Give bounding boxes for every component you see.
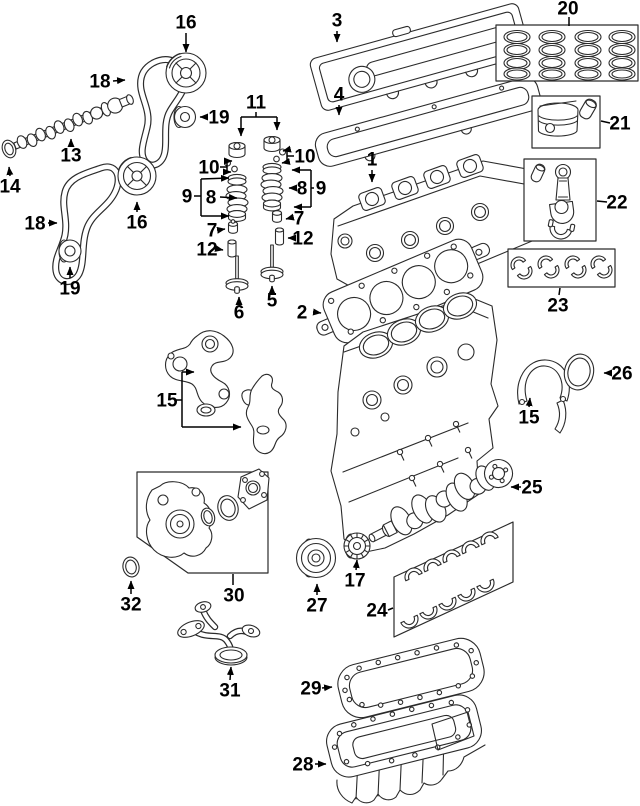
callout-label-15: 15 xyxy=(156,391,178,412)
callout-label-4: 4 xyxy=(334,85,345,106)
callout-label-21: 21 xyxy=(609,114,631,135)
callout-label-20: 20 xyxy=(557,0,578,20)
callout-label-12: 12 xyxy=(196,240,217,261)
callout-label-23: 23 xyxy=(547,296,568,317)
callout-label-15: 15 xyxy=(518,408,540,429)
callout-label-1: 1 xyxy=(367,150,378,171)
main-bearing-set xyxy=(393,521,514,638)
callout-label-3: 3 xyxy=(332,11,343,32)
callout-label-22: 22 xyxy=(606,193,627,214)
callout-label-10: 10 xyxy=(294,147,315,168)
crankshaft-pulley xyxy=(295,537,337,579)
camshaft-seal xyxy=(1,139,17,159)
valve-cover-gasket xyxy=(314,77,542,167)
cylinder-head xyxy=(330,154,553,294)
camshaft-gear-lower xyxy=(117,156,157,196)
oil-pickup-tube xyxy=(177,601,261,666)
rod-bearing-set xyxy=(507,248,616,288)
oil-pump-assembly xyxy=(136,468,270,574)
callout-label-18: 18 xyxy=(89,72,110,93)
callout-label-9: 9 xyxy=(182,187,193,208)
crankshaft xyxy=(368,458,514,543)
callout-label-5: 5 xyxy=(267,291,278,312)
timing-cover-lower xyxy=(241,373,287,455)
valve-assembly-exhaust xyxy=(260,135,287,283)
callout-label-12: 12 xyxy=(292,229,313,250)
oil-pump-oring xyxy=(122,556,140,578)
callout-label-25: 25 xyxy=(521,478,543,499)
oil-pan-gasket xyxy=(337,637,485,719)
callout-label-8: 8 xyxy=(206,188,217,209)
callout-label-6: 6 xyxy=(234,303,245,324)
head-gasket xyxy=(316,238,491,344)
callout-label-27: 27 xyxy=(306,596,327,617)
camshaft xyxy=(13,94,134,150)
callout-label-29: 29 xyxy=(300,679,321,700)
callout-label-31: 31 xyxy=(219,681,241,702)
piston-ring-set xyxy=(495,24,639,82)
belt-tensioner-upper xyxy=(173,105,197,129)
callout-label-8: 8 xyxy=(297,179,308,200)
crankshaft-rear-seal xyxy=(563,353,595,391)
callout-label-24: 24 xyxy=(366,601,388,622)
callout-label-10: 10 xyxy=(198,158,219,179)
callout-label-19: 19 xyxy=(59,279,80,300)
belt-tensioner-lower xyxy=(58,239,82,263)
callout-label-26: 26 xyxy=(611,364,632,385)
callout-label-14: 14 xyxy=(0,177,21,198)
callout-label-18: 18 xyxy=(24,214,45,235)
valve-assembly-intake xyxy=(223,141,249,294)
callout-label-17: 17 xyxy=(344,571,365,592)
callout-label-2: 2 xyxy=(297,303,308,324)
timing-belt-lower xyxy=(52,163,122,285)
oil-pan xyxy=(326,694,486,804)
callout-label-7: 7 xyxy=(294,209,305,230)
callout-label-16: 16 xyxy=(126,213,147,234)
leader-lines xyxy=(6,17,612,768)
callout-label-32: 32 xyxy=(120,595,141,616)
crankshaft-sprocket xyxy=(343,532,371,560)
callout-label-13: 13 xyxy=(60,146,81,167)
camshaft-gear-upper xyxy=(165,52,207,94)
callout-label-11: 11 xyxy=(246,93,267,114)
callout-label-9: 9 xyxy=(316,179,327,200)
callout-label-7: 7 xyxy=(207,221,218,242)
timing-cover-upper xyxy=(164,330,234,417)
callout-label-16: 16 xyxy=(175,13,196,34)
valve-cover xyxy=(309,3,531,111)
callout-label-30: 30 xyxy=(223,586,244,607)
piston-and-pin xyxy=(531,95,601,149)
callout-label-28: 28 xyxy=(292,755,313,776)
rear-seal-retainer xyxy=(517,359,570,434)
connecting-rod xyxy=(523,158,597,242)
callout-label-19: 19 xyxy=(208,108,229,129)
